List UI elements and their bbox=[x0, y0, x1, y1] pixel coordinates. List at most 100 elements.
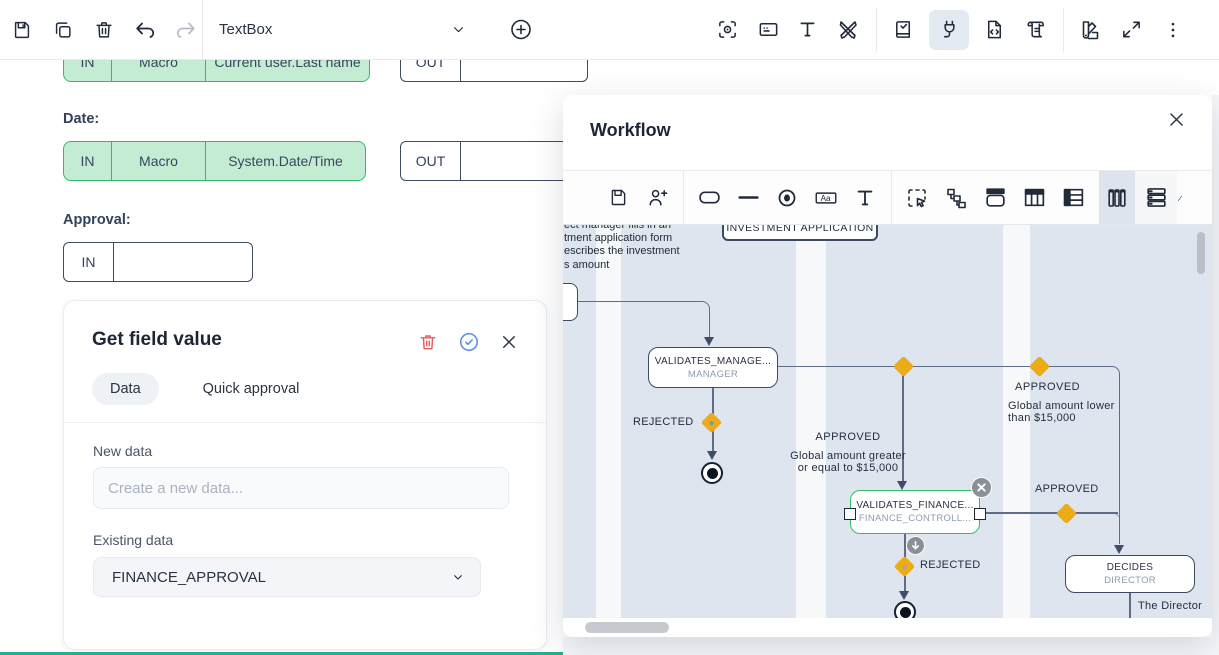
divider bbox=[876, 7, 877, 52]
bottom-accent-bar bbox=[0, 652, 563, 655]
field-row-date[interactable]: IN Macro System.Date/Time bbox=[63, 141, 366, 181]
close-icon[interactable] bbox=[500, 333, 518, 351]
edge-label-approved-finance: APPROVED bbox=[1035, 483, 1099, 495]
get-field-value-card: Get field value Data Quick approval New … bbox=[63, 300, 547, 650]
in-segment: IN bbox=[81, 254, 96, 270]
clipped-icon bbox=[1177, 171, 1185, 224]
redo-icon[interactable] bbox=[174, 18, 198, 42]
book-check-icon[interactable] bbox=[891, 18, 915, 42]
end-state-icon[interactable] bbox=[774, 171, 800, 224]
in-segment: IN bbox=[80, 153, 95, 169]
swimlane-header-icon[interactable] bbox=[982, 171, 1008, 224]
node-investment-application[interactable]: INVESTMENT APPLICATION bbox=[722, 225, 878, 241]
table-rows-icon[interactable] bbox=[1060, 171, 1086, 224]
trash-icon[interactable] bbox=[92, 18, 116, 42]
workflow-canvas[interactable]: ect manager fills in an tment applicatio… bbox=[563, 225, 1212, 618]
workflow-header: Workflow bbox=[563, 95, 1212, 170]
text-icon[interactable] bbox=[795, 18, 819, 42]
divider bbox=[683, 171, 684, 224]
text-icon[interactable] bbox=[852, 171, 878, 224]
divider bbox=[891, 171, 892, 224]
label-icon[interactable]: Aa bbox=[813, 171, 839, 224]
delete-icon[interactable] bbox=[418, 332, 438, 352]
end-state[interactable] bbox=[894, 601, 916, 618]
lasso-select-icon[interactable] bbox=[904, 171, 930, 224]
preview-eye-icon[interactable] bbox=[715, 18, 739, 42]
swatch-icon[interactable] bbox=[1078, 18, 1102, 42]
divider bbox=[202, 0, 203, 60]
horizontal-lanes-icon[interactable] bbox=[1135, 171, 1177, 224]
new-data-label: New data bbox=[93, 443, 153, 459]
macro-segment: Macro bbox=[111, 142, 205, 180]
vertical-scrollbar[interactable] bbox=[1197, 232, 1205, 274]
arrowhead bbox=[704, 337, 714, 346]
tab-quick-approval[interactable]: Quick approval bbox=[202, 381, 300, 397]
node-start[interactable] bbox=[563, 283, 578, 321]
connector bbox=[902, 373, 904, 482]
lane-label-director: The Director bbox=[1138, 600, 1203, 612]
table-columns-icon[interactable] bbox=[1021, 171, 1047, 224]
element-type-selector[interactable]: TextBox bbox=[203, 21, 503, 38]
save-icon[interactable] bbox=[10, 18, 34, 42]
out-value[interactable] bbox=[460, 43, 587, 81]
tab-data[interactable]: Data bbox=[92, 373, 159, 405]
arrowhead bbox=[899, 591, 909, 600]
add-element-icon[interactable] bbox=[509, 18, 533, 42]
divider bbox=[1063, 7, 1064, 52]
chevron-down-icon bbox=[454, 575, 462, 580]
card-tabs: Data Quick approval bbox=[92, 373, 317, 405]
state-shape-icon[interactable] bbox=[696, 171, 722, 224]
validate-check-icon[interactable] bbox=[458, 331, 480, 353]
copy-icon[interactable] bbox=[51, 18, 75, 42]
card-title: Get field value bbox=[92, 329, 222, 350]
out-value[interactable] bbox=[460, 142, 587, 180]
horizontal-scrollbar-track[interactable] bbox=[563, 618, 1212, 636]
transition-line-icon[interactable] bbox=[735, 171, 761, 224]
design-tools-icon[interactable] bbox=[836, 18, 860, 42]
approval-label: Approval: bbox=[63, 212, 131, 228]
resize-handle[interactable] bbox=[974, 508, 986, 520]
arrowhead bbox=[897, 481, 907, 490]
remove-node-icon[interactable] bbox=[971, 477, 992, 498]
fullscreen-icon[interactable] bbox=[1119, 18, 1143, 42]
connector bbox=[578, 301, 710, 341]
plug-icon[interactable] bbox=[929, 9, 969, 50]
connector bbox=[980, 512, 1118, 514]
resize-handle[interactable] bbox=[844, 508, 856, 520]
annotation-note: ect manager fills in an tment applicatio… bbox=[564, 225, 680, 271]
end-state[interactable] bbox=[701, 462, 723, 484]
file-code-icon[interactable] bbox=[982, 18, 1006, 42]
hierarchy-icon[interactable] bbox=[943, 171, 969, 224]
arrow-down-badge-icon[interactable] bbox=[906, 536, 925, 555]
date-label: Date: bbox=[63, 111, 100, 127]
existing-data-select[interactable]: FINANCE_APPROVAL bbox=[93, 557, 481, 597]
form-editor-area: IN Macro Current user.Last name OUT Date… bbox=[0, 0, 588, 655]
save-icon[interactable] bbox=[605, 171, 631, 224]
horizontal-scrollbar-thumb[interactable] bbox=[585, 622, 669, 633]
kebab-menu-icon[interactable] bbox=[1161, 18, 1185, 42]
in-value[interactable] bbox=[113, 243, 252, 281]
script-scroll-icon[interactable] bbox=[1023, 18, 1047, 42]
workflow-panel: Workflow Aa bbox=[563, 95, 1212, 637]
svg-text:Aa: Aa bbox=[821, 193, 831, 202]
add-person-icon[interactable] bbox=[644, 171, 670, 224]
new-data-input[interactable] bbox=[93, 467, 509, 509]
edge-label-rejected: REJECTED bbox=[633, 416, 694, 428]
backdrop bbox=[1212, 95, 1219, 655]
node-validates-finance[interactable]: VALIDATES_FINANCE... FINANCE_CONTROLL... bbox=[850, 490, 980, 534]
edge-label-rejected-finance: REJECTED bbox=[920, 559, 981, 571]
workflow-title: Workflow bbox=[590, 120, 671, 140]
close-icon[interactable] bbox=[1162, 105, 1190, 133]
backdrop bbox=[563, 637, 1219, 655]
node-validates-manager[interactable]: VALIDATES_MANAGE... MANAGER bbox=[648, 347, 778, 388]
in-field-approval[interactable]: IN bbox=[63, 242, 253, 282]
out-segment: OUT bbox=[415, 153, 446, 169]
vertical-lanes-icon[interactable] bbox=[1099, 171, 1135, 224]
arrowhead bbox=[707, 451, 717, 460]
undo-icon[interactable] bbox=[133, 18, 157, 42]
out-field-date[interactable]: OUT bbox=[400, 141, 588, 181]
node-decides-director[interactable]: DECIDES DIRECTOR bbox=[1065, 555, 1195, 593]
connector bbox=[1110, 512, 1120, 526]
edge-label-approved-greater: APPROVED Global amount greater or equal … bbox=[790, 431, 906, 474]
id-card-icon[interactable] bbox=[756, 18, 780, 42]
